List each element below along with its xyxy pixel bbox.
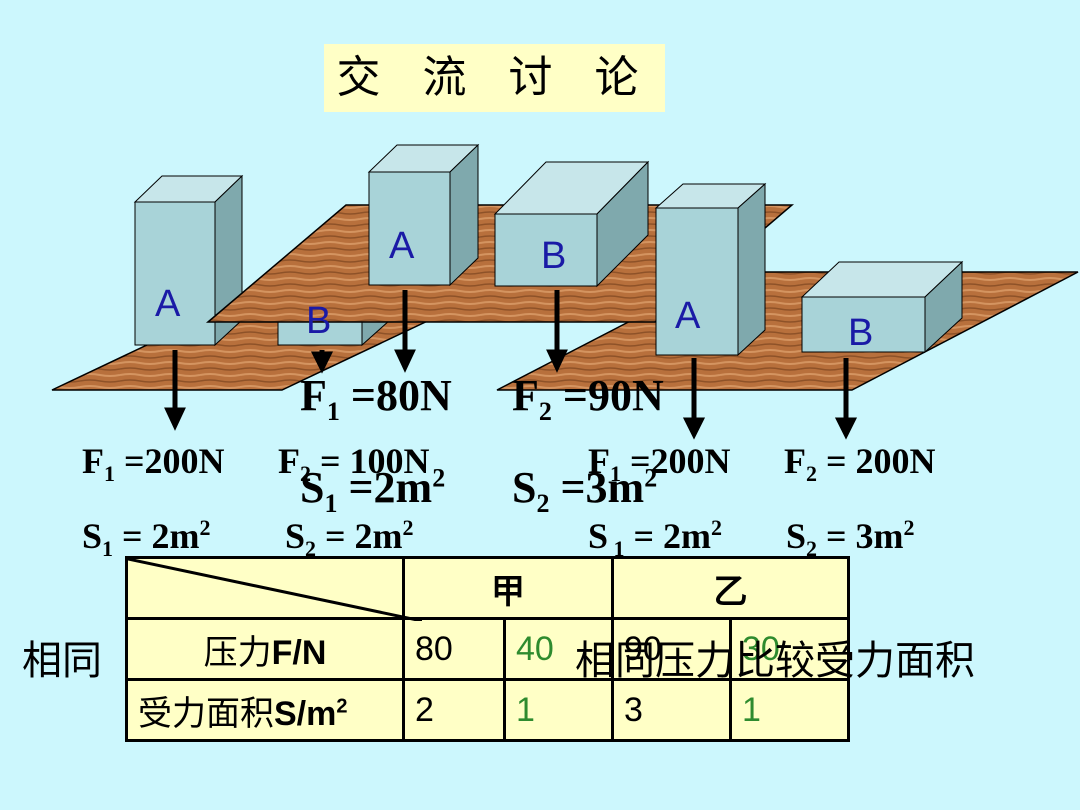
column-header-jia: 甲	[402, 556, 614, 620]
left-f2-label: F2 = 100N	[278, 441, 430, 487]
center-f2-label: F2 =90N	[512, 371, 664, 426]
right-f2-label: F2 = 200N	[784, 441, 936, 487]
right-s1-label: S 1 = 2m2	[588, 515, 723, 562]
box-right-a	[654, 182, 767, 357]
cell-value: 1	[729, 678, 850, 742]
row-header-area: 受力面积S/m2	[125, 678, 405, 742]
box-label: B	[306, 300, 332, 342]
box-middle-b	[493, 160, 650, 288]
center-s1-label: S1 =2m2	[300, 463, 446, 518]
box-label: A	[675, 295, 701, 337]
box-label: B	[541, 235, 567, 277]
right-f1-label: F1 =200N	[588, 441, 731, 487]
cell-value: 30	[729, 617, 850, 681]
cell-value: 3	[611, 678, 732, 742]
box-label: A	[155, 283, 181, 325]
center-s2-label: S2 =3m2	[512, 463, 658, 518]
box-label: A	[389, 225, 415, 267]
box-label: B	[848, 312, 874, 354]
diagonal-header-cell	[125, 556, 422, 621]
cell-value: 2	[402, 678, 506, 742]
left-s1-label: S1 = 2m2	[82, 515, 211, 562]
row-header-pressure: 压力F/N	[125, 617, 405, 681]
cell-value: 40	[503, 617, 614, 681]
left-f1-label: F1 =200N	[82, 441, 225, 487]
cell-value: 1	[503, 678, 614, 742]
column-header-yi: 乙	[611, 556, 850, 620]
right-s2-label: S2 = 3m2	[786, 515, 915, 562]
slide-title: 交 流 讨 论	[324, 44, 665, 112]
data-table: 甲 乙 压力F/N 80 40 90 30 受力面积S/m2 2 1 3 1	[125, 556, 850, 742]
box-middle-a	[367, 143, 480, 287]
overlay-text-right: 相同压力比较受力面积	[575, 638, 975, 684]
cell-value: 90	[611, 617, 732, 681]
overlay-text-left: 相同	[22, 638, 102, 684]
left-s2-label: S2 = 2m2	[285, 515, 414, 562]
center-f1-label: F1 =80N	[300, 371, 452, 426]
cell-value: 80	[402, 617, 506, 681]
box-left-a	[133, 174, 244, 347]
box-right-b	[800, 260, 964, 354]
